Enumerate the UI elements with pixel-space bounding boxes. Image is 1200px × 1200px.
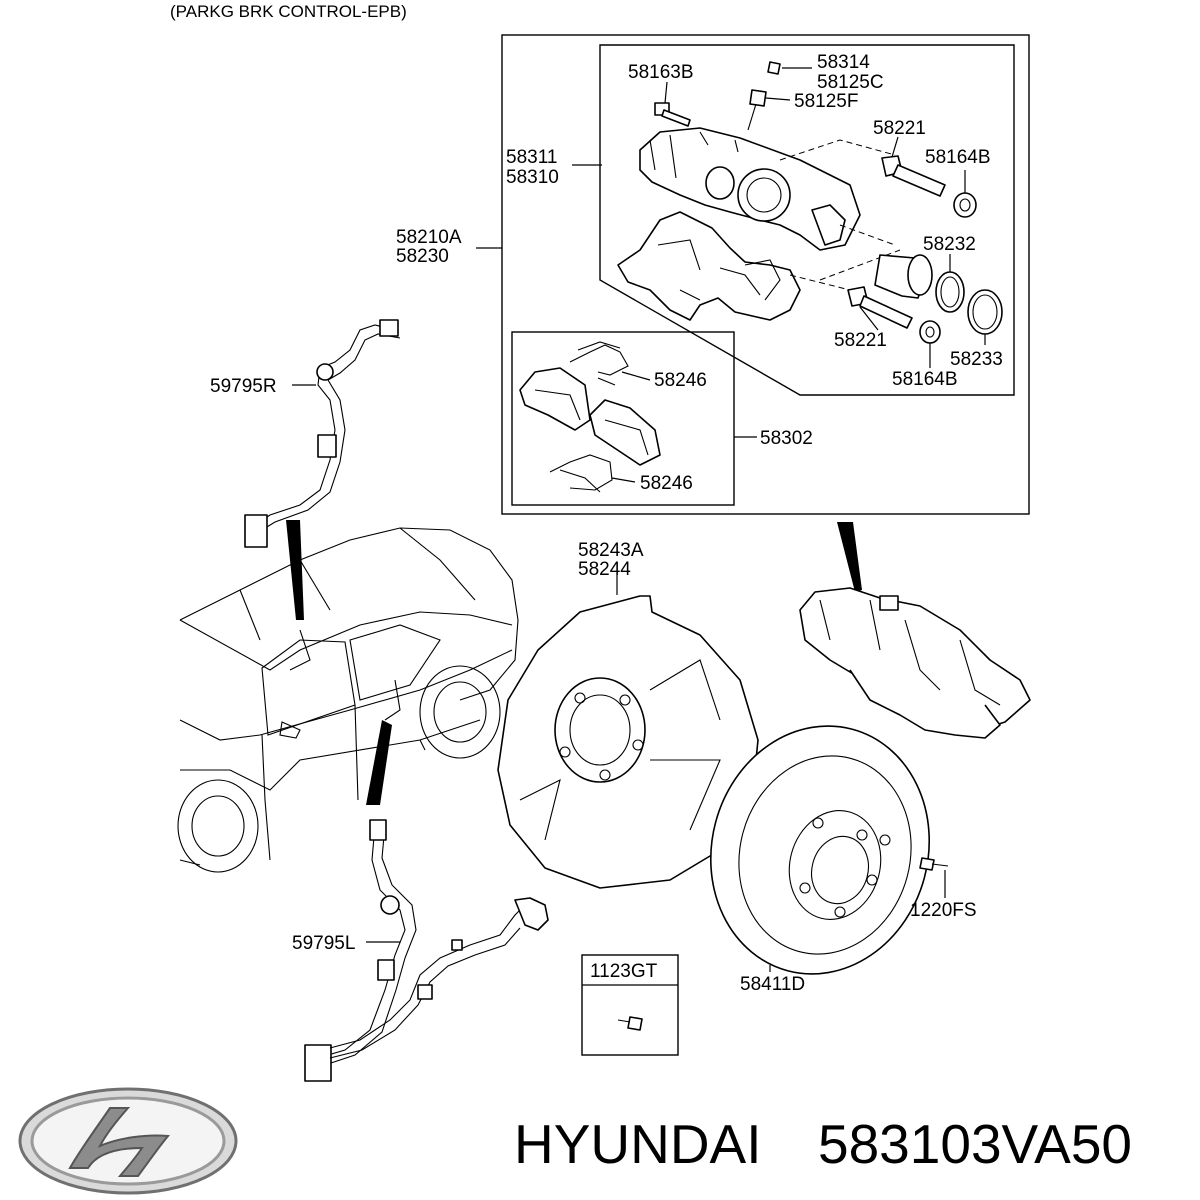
label-58210a: 58210A <box>396 227 462 248</box>
label-58221-lower: 58221 <box>834 330 887 351</box>
backing-plate-dust-shield <box>497 595 759 889</box>
label-59795l: 59795L <box>292 933 355 954</box>
label-58302: 58302 <box>760 428 813 449</box>
caliper-assembly-installed <box>799 587 1031 739</box>
brand-name: HYUNDAI <box>514 1113 762 1175</box>
leader-58163b <box>664 81 668 104</box>
guide-boot-lower <box>919 320 941 344</box>
bleeder-screw-58125f <box>747 89 767 131</box>
label-58246-upper: 58246 <box>654 370 707 391</box>
leader-58246-upper <box>621 371 651 381</box>
pointer-right-cable <box>286 520 304 620</box>
epb-cable-left <box>304 819 549 1082</box>
label-58233: 58233 <box>950 349 1003 370</box>
piston <box>874 254 933 299</box>
pad-clip-lower <box>549 454 613 493</box>
label-58164b-upper: 58164B <box>925 147 991 168</box>
brake-disc-rotor <box>709 725 931 975</box>
label-1123gt: 1123GT <box>590 961 658 982</box>
pad-clip-upper <box>569 341 629 386</box>
caliper-inner-frame <box>599 44 1015 396</box>
label-58311: 58311 <box>506 147 557 168</box>
pad-kit-frame <box>511 331 735 506</box>
label-58232: 58232 <box>923 234 976 255</box>
pointer-left-cable <box>366 720 392 805</box>
label-58125c: 58125C <box>817 72 884 93</box>
label-59795r: 59795R <box>210 376 277 397</box>
caliper-assembly-frame <box>501 34 1030 515</box>
label-58230: 58230 <box>396 246 449 267</box>
bolt-1123gt <box>617 1016 643 1031</box>
label-1220fs: 1220FS <box>910 900 977 921</box>
guide-boot-upper <box>953 192 977 218</box>
label-58164b-lower: 58164B <box>892 369 958 390</box>
rotor-screw-1220fs <box>919 857 949 871</box>
label-58243a: 58243A <box>578 540 644 561</box>
leader-58221-lower <box>859 306 879 331</box>
label-58411d: 58411D <box>740 974 805 995</box>
leader-58125f <box>765 97 791 101</box>
label-58310: 58310 <box>506 167 559 188</box>
brake-pad-inner <box>589 399 661 466</box>
epb-cable-right <box>244 319 401 548</box>
label-58244: 58244 <box>578 559 631 580</box>
guide-pin-lower <box>847 286 913 329</box>
part-number: 583103VA50 <box>818 1113 1132 1175</box>
dust-cap-58314 <box>767 61 781 75</box>
leader-58246-lower <box>611 477 636 483</box>
label-58246-lower: 58246 <box>640 473 693 494</box>
hyundai-logo-icon <box>18 1087 238 1195</box>
guide-line-lower <box>789 274 851 291</box>
guide-line-upper <box>779 139 896 161</box>
leader-58221-upper <box>891 136 899 158</box>
diagram-header: (PARKG BRK CONTROL-EPB) <box>170 2 407 21</box>
caliper-carrier-bracket <box>617 211 801 321</box>
brake-pad-outer <box>519 367 591 431</box>
caliper-housing <box>639 127 861 251</box>
bolt-1123gt-frame <box>581 954 679 1056</box>
label-58221-upper: 58221 <box>873 118 926 139</box>
vehicle-illustration <box>177 527 519 873</box>
guide-pin-upper <box>881 155 946 197</box>
pointer-caliper <box>837 522 862 592</box>
label-58125f: 58125F <box>794 91 858 112</box>
label-58163b: 58163B <box>628 62 694 83</box>
bolt-58163b <box>654 102 691 127</box>
label-58314: 58314 <box>817 52 870 73</box>
piston-seal <box>935 271 965 313</box>
